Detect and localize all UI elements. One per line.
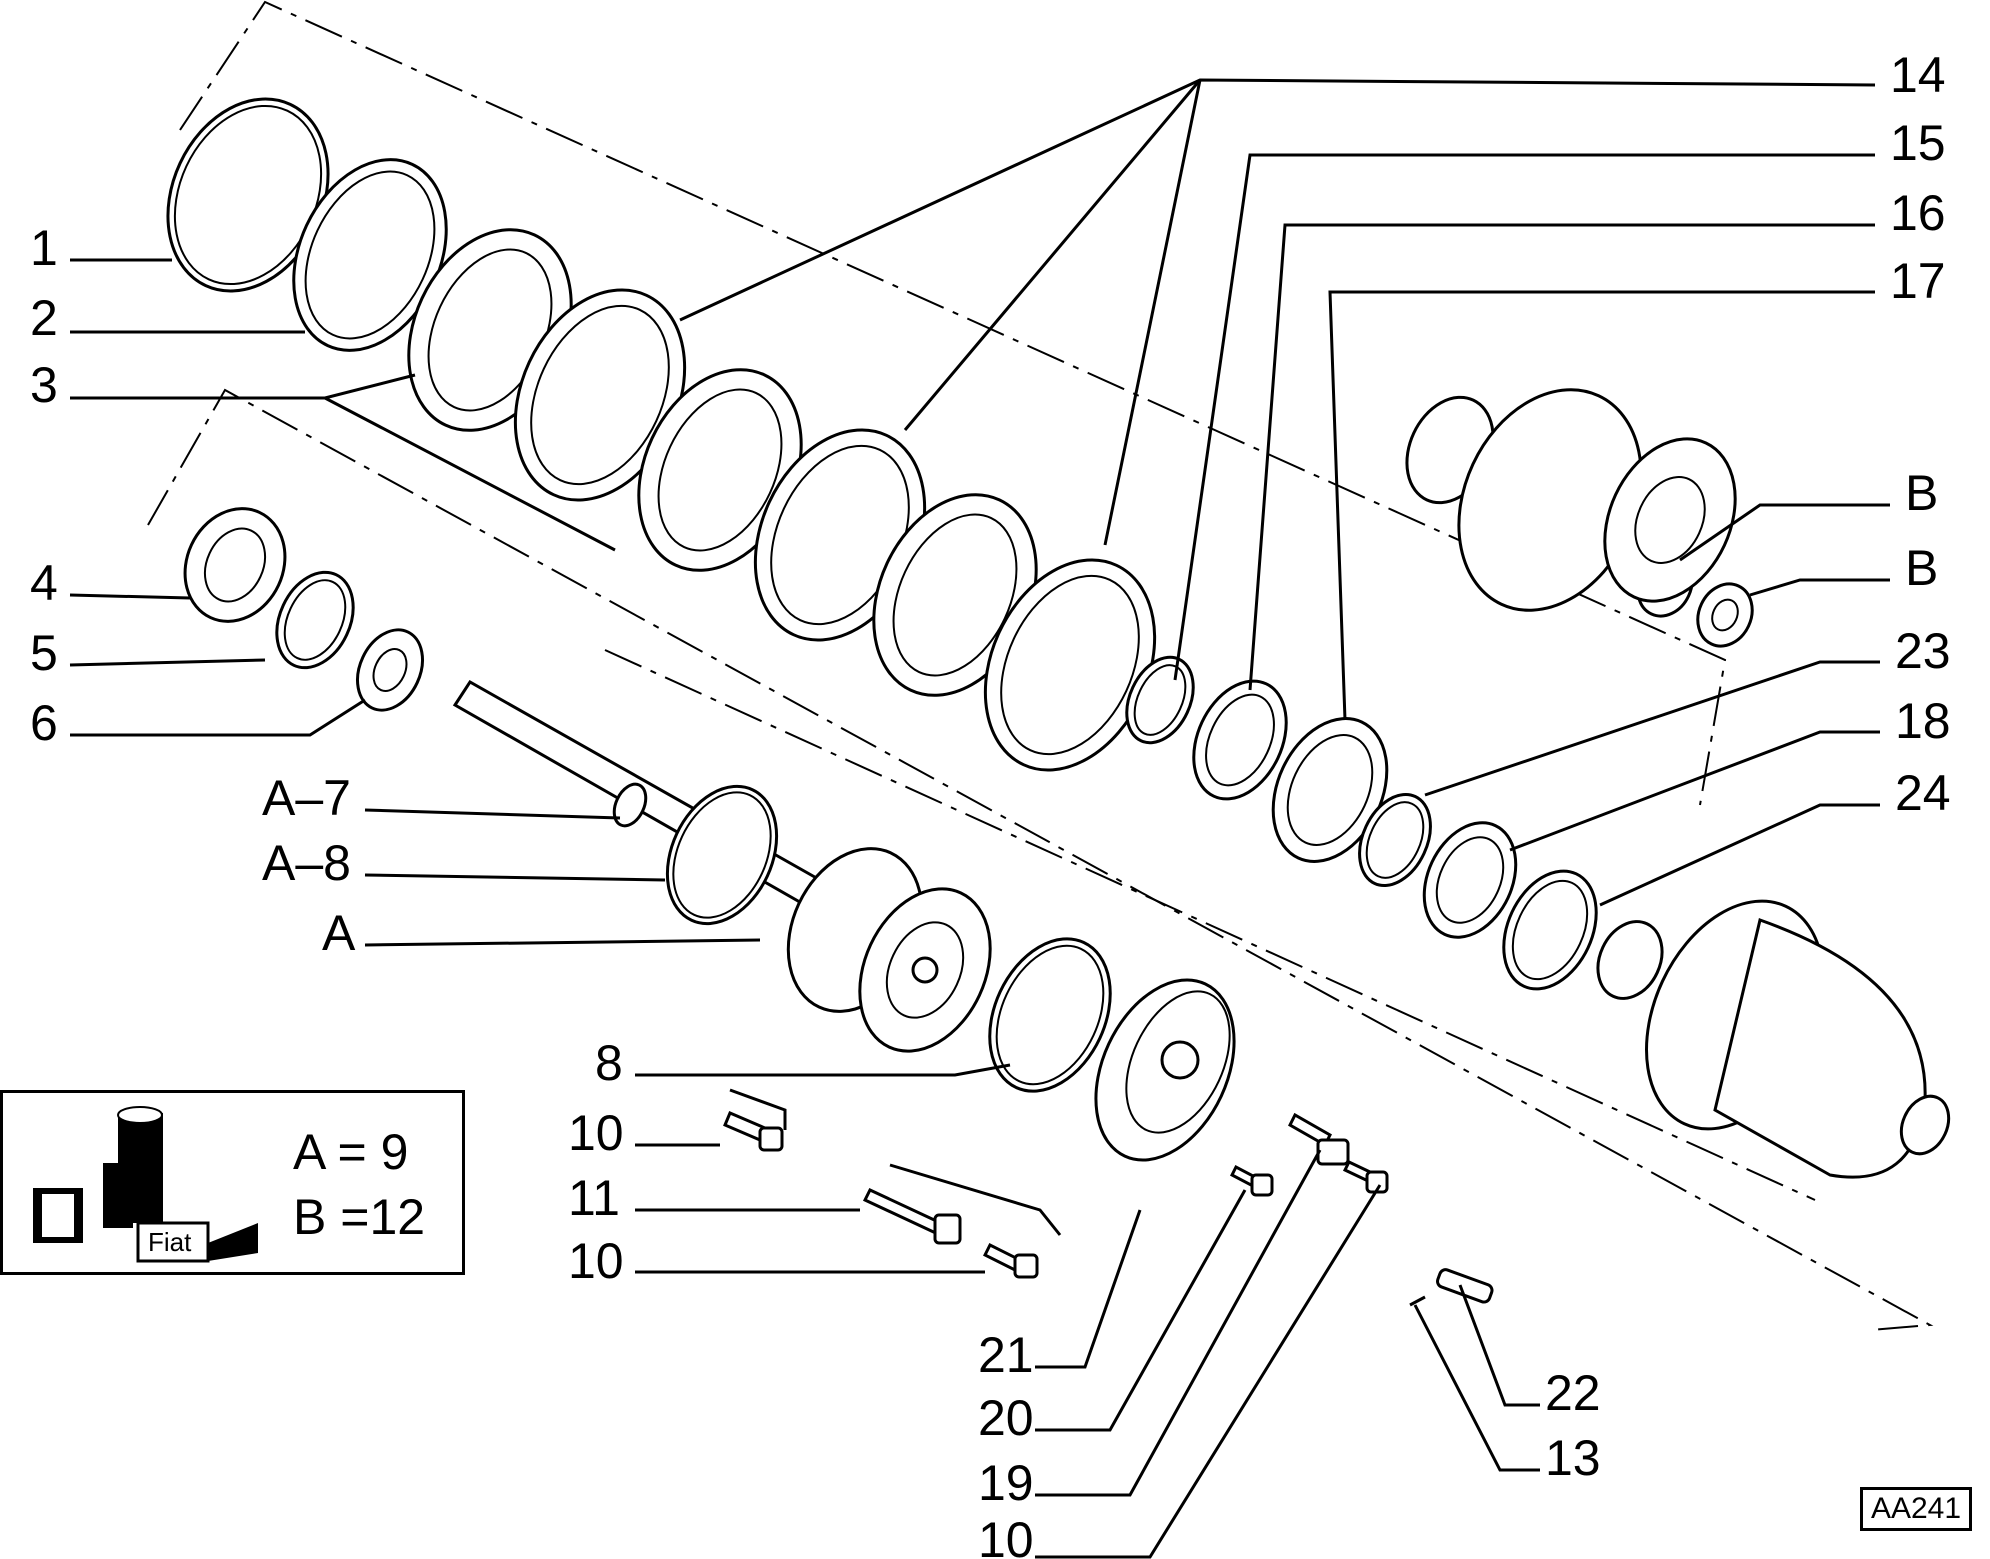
label-b-1: B [1905,465,1938,521]
part-4-bearing [183,507,287,623]
part-a-hub [786,847,992,1053]
part-21-cover [1094,978,1236,1162]
callout-labels: 1 2 3 4 5 6 A–7 A–8 A 8 10 11 10 21 20 1… [30,47,1951,1559]
label-a8: A–8 [262,835,351,891]
leader-lines [69,78,1890,1559]
part-24-ring [1502,869,1598,991]
label-16: 16 [1890,185,1946,241]
label-11: 11 [568,1170,620,1226]
part-20-screw [1230,1164,1274,1197]
label-20: 20 [978,1390,1034,1446]
label-23: 23 [1895,623,1951,679]
label-1: 1 [30,220,58,276]
part-b-needle-bearing-b [1696,582,1754,648]
label-6: 6 [30,695,58,751]
label-4: 4 [30,555,58,611]
part-23-ring [1358,792,1432,888]
part-16-thrust-bearing [1192,679,1288,801]
fiat-product-logo: Fiat [33,1106,258,1263]
part-19-bracket [1288,1112,1350,1166]
label-10-a: 10 [568,1105,624,1161]
label-21: 21 [978,1327,1034,1383]
label-10-b: 10 [568,1233,624,1289]
construction-lines [147,0,1934,1331]
part-3-clutch-disc-b [637,368,803,572]
label-a7: A–7 [262,770,351,826]
label-18: 18 [1895,693,1951,749]
label-8: 8 [595,1035,623,1091]
label-b-2: B [1905,540,1938,596]
label-3: 3 [30,357,58,413]
part-10-screw-c [1342,1160,1389,1194]
label-17: 17 [1890,253,1946,309]
label-2: 2 [30,290,58,346]
part-6-nut [356,628,424,712]
label-10-c: 10 [978,1512,1034,1559]
part-11-pin [862,1188,962,1245]
legend-line-b: B =12 [293,1189,426,1245]
label-14: 14 [1890,47,1946,103]
legend-box: Fiat A = 9 B =12 [0,1090,465,1275]
diagram-code: AA241 [1860,1487,1972,1531]
part-5-ring [275,570,355,670]
part-10-bolt-a [723,1111,784,1152]
part-18-bushing [1422,821,1518,939]
logo-text: Fiat [148,1227,192,1257]
part-10-bolt-b [982,1242,1039,1279]
part-housing [1596,899,1951,1179]
label-a: A [322,905,356,961]
part-14-plate-c [983,558,1157,772]
part-8-o-ring [988,937,1112,1093]
part-2-ring [292,158,448,352]
label-24: 24 [1895,765,1951,821]
label-15: 15 [1890,115,1946,171]
part-gear-assembly [1405,388,1737,612]
part-22-pin [1436,1268,1494,1304]
label-5: 5 [30,625,58,681]
label-19: 19 [978,1455,1034,1511]
part-13-pin [1409,1295,1426,1307]
part-a8-o-ring [665,784,779,926]
legend-line-a: A = 9 [293,1124,409,1180]
label-22: 22 [1545,1365,1601,1421]
label-13: 13 [1545,1430,1601,1486]
